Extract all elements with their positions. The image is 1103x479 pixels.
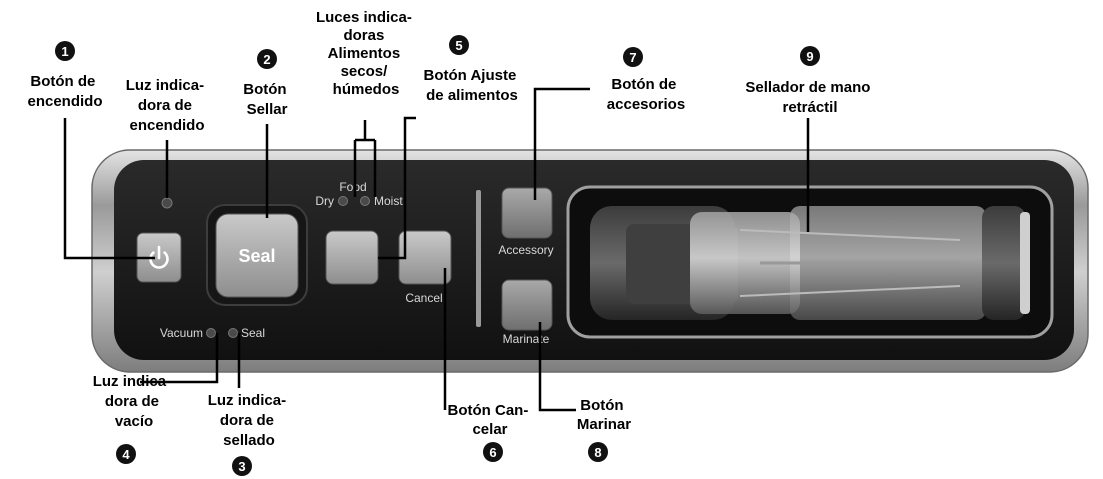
seal-button[interactable]: [215, 213, 299, 298]
number-badge-8-text: 8: [594, 445, 601, 460]
number-badge-9: [800, 46, 820, 66]
accessory-label: Accessory: [498, 243, 553, 257]
callout-handheld-sealer: Sellador de mano retráctil: [745, 79, 874, 116]
callout-food-lights: Luces indica- doras Alimentos secos/ húm…: [316, 9, 416, 98]
callout-power-light: Luz indica- dora de encendido: [126, 77, 209, 134]
number-badges: 1 2 5 7 9 4 3 6 8: [55, 35, 820, 476]
vacuum-label: Vacuum: [160, 326, 203, 340]
number-badge-4: [116, 444, 136, 464]
number-badge-7: [623, 47, 643, 67]
number-badge-4-text: 4: [122, 447, 130, 462]
panel-divider: [476, 190, 481, 327]
number-badge-5-text: 5: [455, 38, 462, 53]
number-badge-6: [483, 442, 503, 462]
callout-accessory-button: Botón de accesorios: [607, 76, 685, 113]
marinate-label: Marinate: [503, 332, 550, 346]
cancel-label: Cancel: [405, 291, 442, 305]
food-setting-button[interactable]: [325, 230, 379, 285]
callout-seal-button: Botón Sellar: [243, 81, 291, 118]
number-badge-1-text: 1: [61, 44, 68, 59]
dry-label: Dry: [315, 194, 334, 208]
number-badge-3: [232, 456, 252, 476]
number-badge-2-text: 2: [263, 52, 270, 67]
accessory-button[interactable]: [501, 187, 553, 239]
seal-light-label: Seal: [241, 326, 265, 340]
vacuum-indicator-light: [206, 328, 216, 338]
power-indicator-light: [161, 197, 173, 209]
callout-food-button: Botón Ajuste de alimentos: [424, 67, 521, 104]
callout-vacuum-light: Luz indica- dora de vacío: [93, 373, 176, 430]
number-badge-9-text: 9: [806, 49, 813, 64]
callout-seal-light: Luz indica- dora de sellado: [208, 392, 291, 449]
number-badge-2: [257, 49, 277, 69]
callout-marinate-button: Botón Marinar: [577, 397, 631, 433]
number-badge-5: [449, 35, 469, 55]
callout-cancel-button: Botón Can- celar: [448, 402, 533, 438]
food-label: Food: [339, 180, 366, 194]
moist-indicator-light: [360, 196, 370, 206]
number-badge-7-text: 7: [629, 50, 636, 65]
number-badge-3-text: 3: [238, 459, 245, 474]
callout-power-button: Botón de encendido: [27, 73, 102, 110]
seal-indicator-light: [228, 328, 238, 338]
number-badge-1: [55, 41, 75, 61]
dry-indicator-light: [338, 196, 348, 206]
retractable-handheld-sealer: [590, 206, 1030, 320]
leader-lines: [63, 87, 810, 412]
seal-button-label: Seal: [238, 246, 275, 266]
number-badge-8: [588, 442, 608, 462]
cancel-button[interactable]: [398, 230, 452, 285]
number-badge-6-text: 6: [489, 445, 496, 460]
marinate-button[interactable]: [501, 279, 553, 331]
moist-label: Moist: [374, 194, 403, 208]
